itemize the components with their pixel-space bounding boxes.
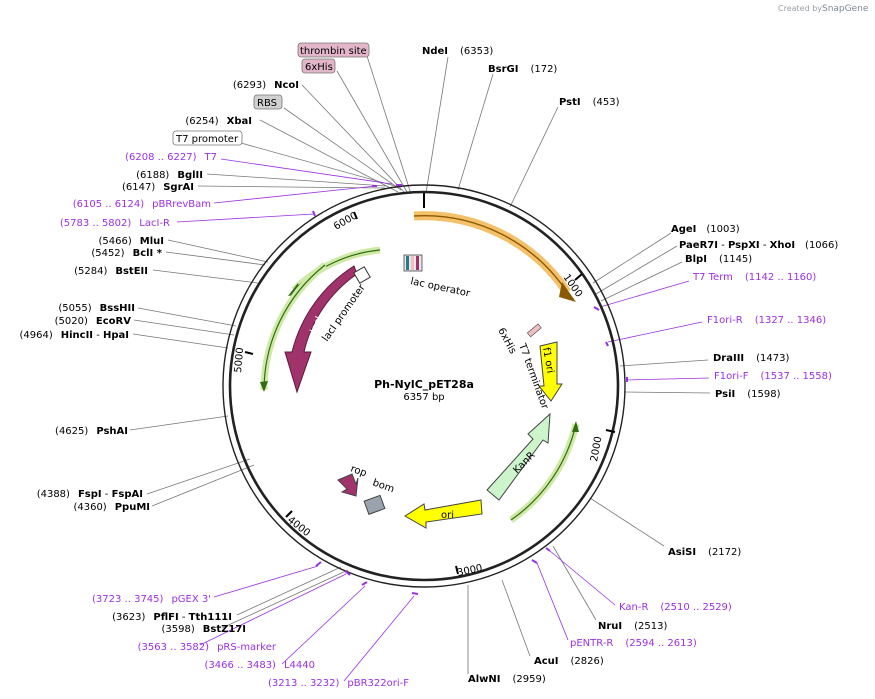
plasmid-size: 6357 bp (403, 392, 444, 403)
credit-brand: SnapGene (822, 4, 869, 14)
enzyme-blpi: BlpI(1145) (685, 254, 752, 265)
enzyme-leader-lines (129, 55, 711, 674)
enzyme-bstz17i: (3598)BstZ17I (161, 624, 246, 635)
box-rbs: RBS (257, 98, 277, 109)
feature-ori-label: ori (441, 510, 454, 521)
primer-pbrrevbam: (6105 .. 6124)pBRrevBam (73, 199, 211, 210)
tick-5000: 5000 (233, 347, 246, 373)
primer-kan-r: Kan-R(2510 .. 2529) (619, 602, 732, 613)
enzyme-hincii-hpai: (4964)HincII - HpaI (19, 330, 129, 341)
tick-2000: 2000 (589, 436, 604, 463)
feature-rop: rop (337, 463, 368, 497)
enzyme-mlui: (5466)MluI (99, 236, 164, 247)
primer-f1ori-f: F1ori-F(1537 .. 1558) (714, 371, 832, 382)
feature-rop-label: rop (349, 463, 368, 479)
primer-f1ori-r: F1ori-R(1327 .. 1346) (707, 315, 826, 326)
enzyme-bsrgi: BsrGI(172) (488, 64, 557, 75)
feature-6xhis-label: 6xHis (495, 326, 518, 356)
enzyme-alwni: AlwNI(2959) (468, 674, 546, 685)
boxed-labels: thrombin site 6xHis RBS T7 promoter (172, 42, 370, 146)
enzyme-pflfi-tth111i: (3623)PflFI - Tth111I (112, 612, 232, 623)
promoter-arrows (260, 246, 580, 523)
enzyme-paer7i-pspxi-xhoi: PaeR7I - PspXI - XhoI(1066) (679, 240, 838, 251)
primer-leader-lines (176, 158, 710, 682)
enzyme-psti: PstI(453) (559, 97, 620, 108)
enzyme-labels-right: NdeI(6353) BsrGI(172) PstI(453) AgeI(100… (422, 46, 838, 685)
plasmid-title-block: Ph-NylC_pET28a 6357 bp (374, 378, 474, 403)
enzyme-pshai: (4625)PshAI (55, 426, 128, 437)
primer-prs-marker: (3563 .. 3582)pRS-marker (138, 642, 277, 653)
primer-pgex3: (3723 .. 3745)pGEX 3' (92, 594, 211, 605)
feature-lac-operator-label: lac operator (409, 276, 471, 300)
enzyme-labels-left: (6293)NcoI (6254)XbaI (6188)BglII (6147)… (19, 80, 299, 635)
enzyme-psii: PsiI(1598) (715, 389, 781, 400)
enzyme-asisi: AsiSI(2172) (668, 547, 741, 558)
enzyme-bsshii: (5055)BssHII (58, 303, 135, 314)
primer-labels-right: T7 Term(1142 .. 1160) F1ori-R(1327 .. 13… (570, 272, 832, 649)
enzyme-ncoi: (6293)NcoI (233, 80, 299, 91)
tick-3000: 3000 (456, 563, 483, 579)
enzyme-nrui: NruI(2513) (598, 621, 667, 632)
enzyme-draiii: DraIII(1473) (713, 353, 790, 364)
box-6xhis: 6xHis (305, 62, 333, 73)
enzyme-xbai: (6254)XbaI (185, 116, 252, 127)
feature-bom-label: bom (371, 477, 396, 495)
feature-f1-ori-label: f1 ori (540, 347, 555, 375)
backbone-ticks (244, 193, 616, 575)
enzyme-bglii: (6188)BglII (136, 170, 203, 181)
plasmid-backbone (222, 184, 626, 588)
credit-prefix: Created by (778, 4, 822, 13)
feature-kanr: KanR (486, 412, 551, 501)
enzyme-bcli: (5452)BclI * (91, 248, 162, 259)
enzyme-ecorv: (5020)EcoRV (55, 316, 132, 327)
feature-kanr-label: KanR (511, 450, 537, 476)
primer-pbr322ori-f: (3213 .. 3232)pBR322ori-F (268, 678, 409, 689)
enzyme-ppumi: (4360)PpuMI (73, 502, 150, 513)
box-thrombin-site: thrombin site (300, 46, 367, 57)
enzyme-agei: AgeI(1003) (671, 224, 740, 235)
enzyme-sgrai: (6147)SgrAI (122, 182, 194, 193)
enzyme-acui: AcuI(2826) (534, 656, 604, 667)
primer-t7: (6208 .. 6227)T7 (125, 152, 217, 163)
box-t7-promoter: T7 promoter (175, 134, 239, 145)
primer-pentr-r: pENTR-R(2594 .. 2613) (570, 638, 697, 649)
feature-lac-operator: lac operator (403, 254, 472, 300)
feature-bom: bom (363, 477, 396, 515)
cds-arrow-orange (413, 211, 576, 302)
primer-sites (312, 184, 628, 595)
enzyme-fspi-fspai: (4388)FspI - FspAI (37, 489, 143, 500)
snapgene-credit: Created by SnapGene (778, 4, 869, 14)
primer-t7-term: T7 Term(1142 .. 1160) (692, 272, 816, 283)
feature-f1-ori: f1 ori (537, 341, 563, 402)
primer-labels-left: (6208 .. 6227)T7 (6105 .. 6124)pBRrevBam… (60, 152, 409, 689)
primer-l4440: (3466 .. 3483)L4440 (205, 660, 315, 671)
enzyme-ndei: NdeI(6353) (422, 46, 493, 57)
plasmid-name: Ph-NylC_pET28a (374, 378, 474, 391)
feature-ori: ori (404, 499, 483, 529)
enzyme-bsteii: (5284)BstEII (74, 266, 148, 277)
primer-laci-r: (5783 .. 5802)LacI-R (60, 218, 170, 229)
